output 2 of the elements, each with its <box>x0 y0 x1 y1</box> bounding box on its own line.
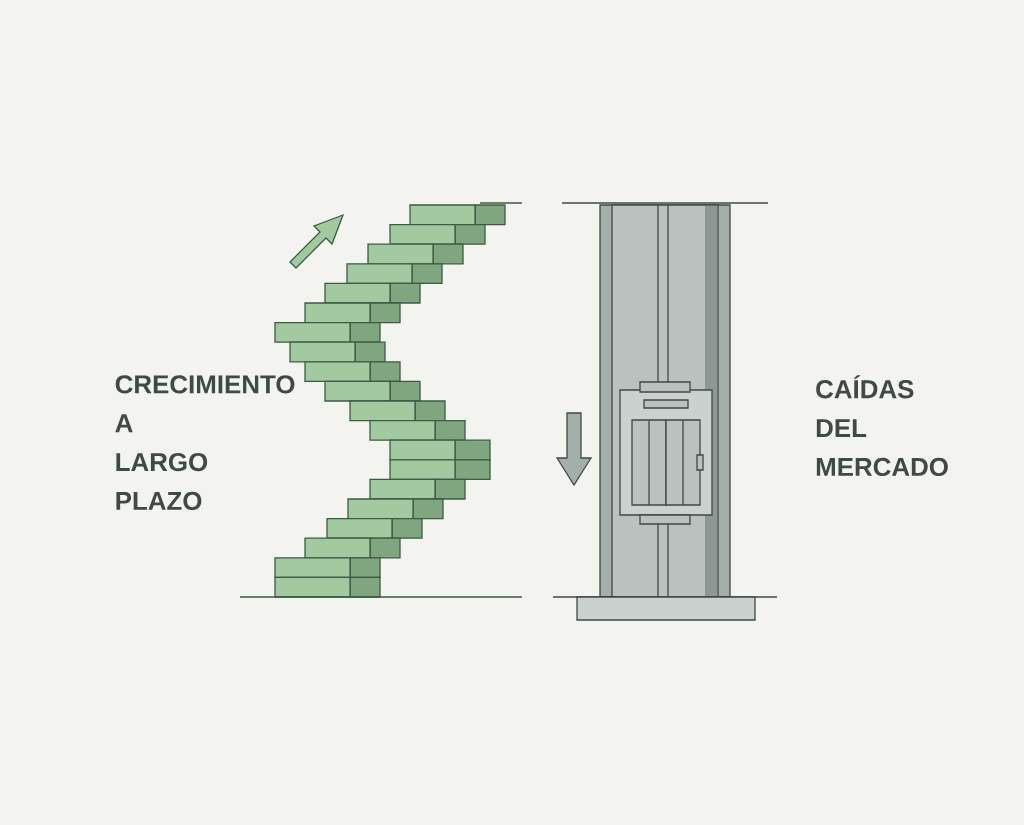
label: CRECIMIENTO A LARGO PLAZO <box>115 375 295 511</box>
label: CAÍDAS DEL MERCADO <box>816 375 948 477</box>
